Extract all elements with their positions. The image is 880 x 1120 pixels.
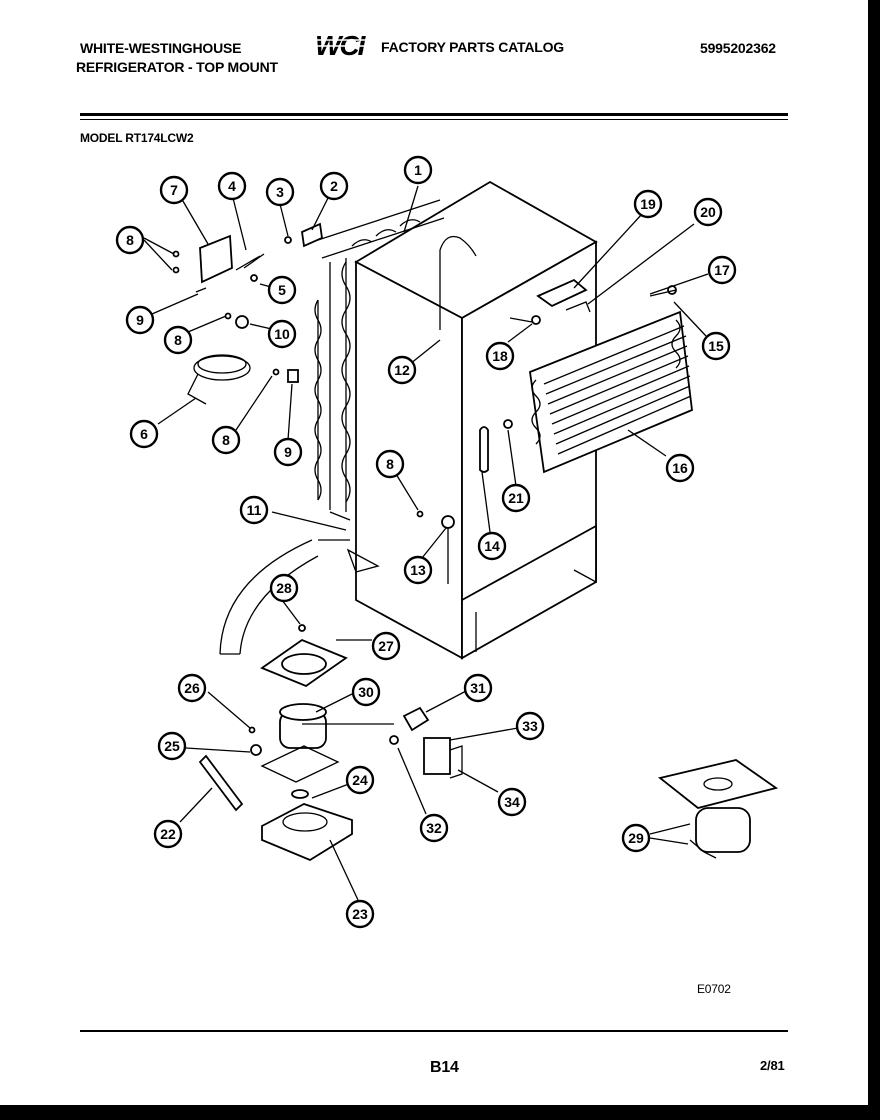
svg-text:17: 17 xyxy=(714,262,730,278)
svg-text:4: 4 xyxy=(228,178,236,194)
svg-text:16: 16 xyxy=(672,460,688,476)
callout-6: 6 xyxy=(129,419,159,449)
brand-line-1: WHITE-WESTINGHOUSE xyxy=(80,40,242,56)
svg-text:23: 23 xyxy=(352,906,368,922)
svg-text:2: 2 xyxy=(330,178,338,194)
svg-text:8: 8 xyxy=(126,232,134,248)
catalog-title: FACTORY PARTS CATALOG xyxy=(381,39,564,55)
svg-text:18: 18 xyxy=(492,348,508,364)
svg-text:10: 10 xyxy=(274,326,290,342)
callout-29: 29 xyxy=(621,823,651,853)
callout-8d: 8 xyxy=(375,449,405,479)
callout-24: 24 xyxy=(345,765,375,795)
callout-33: 33 xyxy=(515,711,545,741)
upper-left-parts xyxy=(172,222,323,405)
callout-22: 22 xyxy=(153,819,183,849)
callouts: 1 2 3 4 5 6 7 8 8 8 8 9 9 10 11 12 13 14… xyxy=(115,155,737,929)
callout-20: 20 xyxy=(693,197,723,227)
callout-23: 23 xyxy=(345,899,375,929)
catalog-number: 5995202362 xyxy=(700,40,776,56)
svg-text:27: 27 xyxy=(378,638,394,654)
callout-16: 16 xyxy=(665,453,695,483)
callout-25: 25 xyxy=(157,731,187,761)
svg-text:31: 31 xyxy=(470,680,486,696)
svg-text:9: 9 xyxy=(284,444,292,460)
svg-text:11: 11 xyxy=(247,502,262,518)
svg-text:20: 20 xyxy=(700,204,716,220)
callout-26: 26 xyxy=(177,673,207,703)
callout-17: 17 xyxy=(707,255,737,285)
callout-10: 10 xyxy=(267,319,297,349)
callout-15: 15 xyxy=(701,331,731,361)
callout-8c: 8 xyxy=(211,425,241,455)
callout-19: 19 xyxy=(633,189,663,219)
alternate-compressor-illustration xyxy=(657,759,779,859)
callout-7: 7 xyxy=(159,175,189,205)
callout-31: 31 xyxy=(463,673,493,703)
exploded-parts-diagram: 1 2 3 4 5 6 7 8 8 8 8 9 9 10 11 12 13 14… xyxy=(115,155,779,929)
callout-9b: 9 xyxy=(273,437,303,467)
wci-logo-mark: WCI xyxy=(312,30,376,61)
svg-text:30: 30 xyxy=(358,684,374,700)
svg-text:8: 8 xyxy=(222,432,230,448)
evaporator-illustration xyxy=(529,310,693,474)
callout-9a: 9 xyxy=(125,305,155,335)
callout-4: 4 xyxy=(217,171,247,201)
svg-text:19: 19 xyxy=(640,196,656,212)
svg-text:28: 28 xyxy=(276,580,292,596)
svg-text:5: 5 xyxy=(278,282,286,298)
callout-32: 32 xyxy=(419,813,449,843)
header-rule-thick xyxy=(80,113,788,116)
svg-text:6: 6 xyxy=(140,426,148,442)
callout-21: 21 xyxy=(501,483,531,513)
leader-lines xyxy=(143,185,709,901)
svg-text:1: 1 xyxy=(414,162,422,178)
callout-28: 28 xyxy=(269,573,299,603)
svg-text:29: 29 xyxy=(628,830,644,846)
callout-1: 1 xyxy=(403,155,433,185)
svg-text:9: 9 xyxy=(136,312,144,328)
svg-text:32: 32 xyxy=(426,820,442,836)
callout-2: 2 xyxy=(319,171,349,201)
svg-text:22: 22 xyxy=(160,826,176,842)
svg-text:33: 33 xyxy=(522,718,538,734)
callout-14: 14 xyxy=(477,531,507,561)
callout-5: 5 xyxy=(267,275,297,305)
drawing-code: E0702 xyxy=(697,982,731,996)
compressor-area-illustration xyxy=(198,539,463,862)
svg-text:8: 8 xyxy=(174,332,182,348)
callout-18: 18 xyxy=(485,341,515,371)
callout-3: 3 xyxy=(265,177,295,207)
callout-27: 27 xyxy=(371,631,401,661)
callout-11: 11 xyxy=(239,495,269,525)
callout-30: 30 xyxy=(351,677,381,707)
condenser-coil-illustration xyxy=(314,199,445,521)
svg-text:3: 3 xyxy=(276,184,284,200)
callout-13: 13 xyxy=(403,555,433,585)
model-label: MODEL RT174LCW2 xyxy=(80,131,194,145)
callout-8b: 8 xyxy=(163,325,193,355)
svg-text:25: 25 xyxy=(164,738,180,754)
wci-logo: WCI xyxy=(312,30,376,61)
page-code: B14 xyxy=(430,1059,459,1076)
svg-text:24: 24 xyxy=(352,772,368,788)
svg-text:15: 15 xyxy=(708,338,724,354)
svg-text:13: 13 xyxy=(410,562,426,578)
small-parts xyxy=(416,278,677,584)
footer-date: 2/81 xyxy=(760,1058,785,1073)
svg-text:21: 21 xyxy=(508,490,524,506)
svg-text:26: 26 xyxy=(184,680,200,696)
svg-text:12: 12 xyxy=(394,362,410,378)
callout-34: 34 xyxy=(497,787,527,817)
callout-12: 12 xyxy=(387,355,417,385)
brand-line-2: REFRIGERATOR - TOP MOUNT xyxy=(76,59,278,75)
svg-text:8: 8 xyxy=(386,456,394,472)
svg-text:7: 7 xyxy=(170,182,178,198)
footer-rule xyxy=(80,1030,788,1032)
svg-text:34: 34 xyxy=(504,794,520,810)
svg-text:14: 14 xyxy=(484,538,500,554)
parts-catalog-page: WHITE-WESTINGHOUSE REFRIGERATOR - TOP MO… xyxy=(0,0,868,1105)
callout-8a: 8 xyxy=(115,225,145,255)
header-rule-thin xyxy=(80,119,788,120)
